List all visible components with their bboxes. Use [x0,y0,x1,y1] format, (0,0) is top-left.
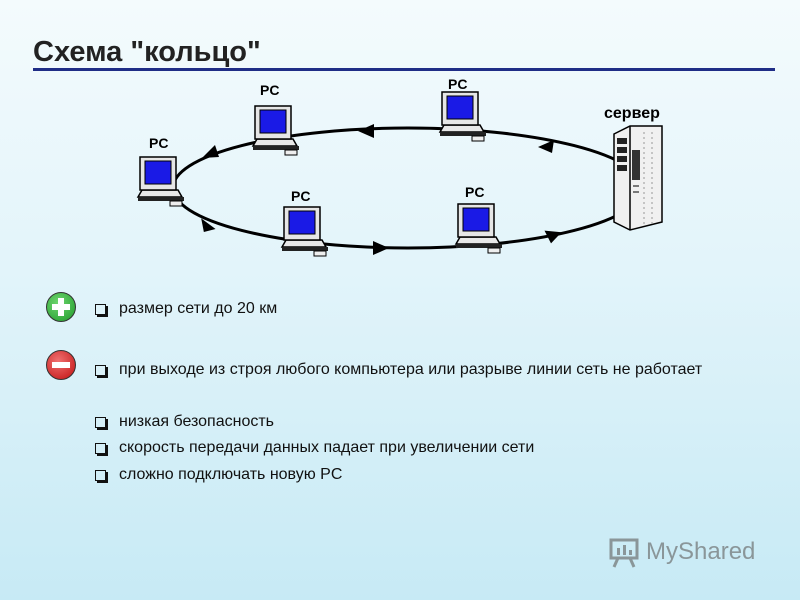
advantage-item: размер сети до 20 км [93,298,277,320]
title-underline [33,68,775,71]
watermark: MyShared [608,536,755,568]
ring-arrow [373,241,389,255]
plus-icon [46,292,76,322]
checkbox-bullet-icon [95,304,106,315]
disadvantage-text: низкая безопасность [119,413,275,430]
checkbox-bullet-icon [95,470,106,481]
disadvantage-item: низкая безопасность [93,411,274,433]
server-label: сервер [604,105,660,122]
ring-topology-diagram: PC PC PC PC PC сервер [137,76,663,257]
checkbox-bullet-icon [95,417,106,428]
ring-arrow [202,145,219,158]
ring-arrow [201,218,216,233]
server-icon [613,125,663,231]
watermark-text: MyShared [646,538,756,565]
disadvantage-item: при выходе из строя любого компьютера ил… [93,359,773,381]
checkbox-bullet-icon [95,443,106,454]
pc-icon [137,156,185,207]
pc-label: PC [448,76,467,92]
ring-line [171,126,645,250]
disadvantage-item: скорость передачи данных падает при увел… [93,437,534,459]
pc-icon [252,105,300,156]
ring-arrow [358,124,374,138]
ring-arrow [538,140,554,153]
pc-label: PC [260,82,279,98]
pc-label: PC [465,184,484,200]
pc-label: PC [149,135,168,151]
checkbox-bullet-icon [95,365,106,376]
pc-icon [455,203,503,254]
pc-icon [439,91,487,142]
disadvantage-item: сложно подключать новую PC [93,464,342,486]
disadvantage-text: скорость передачи данных падает при увел… [119,439,535,456]
slide-title: Схема "кольцо" [33,36,261,68]
pc-icon [281,206,329,257]
pc-label: PC [291,188,310,204]
minus-icon [46,350,76,380]
advantage-text: размер сети до 20 км [119,300,278,317]
ring-arrow [544,230,562,244]
disadvantage-text: сложно подключать новую PC [119,466,343,483]
disadvantage-text: при выходе из строя любого компьютера ил… [119,361,703,378]
presentation-board-icon [609,538,639,568]
